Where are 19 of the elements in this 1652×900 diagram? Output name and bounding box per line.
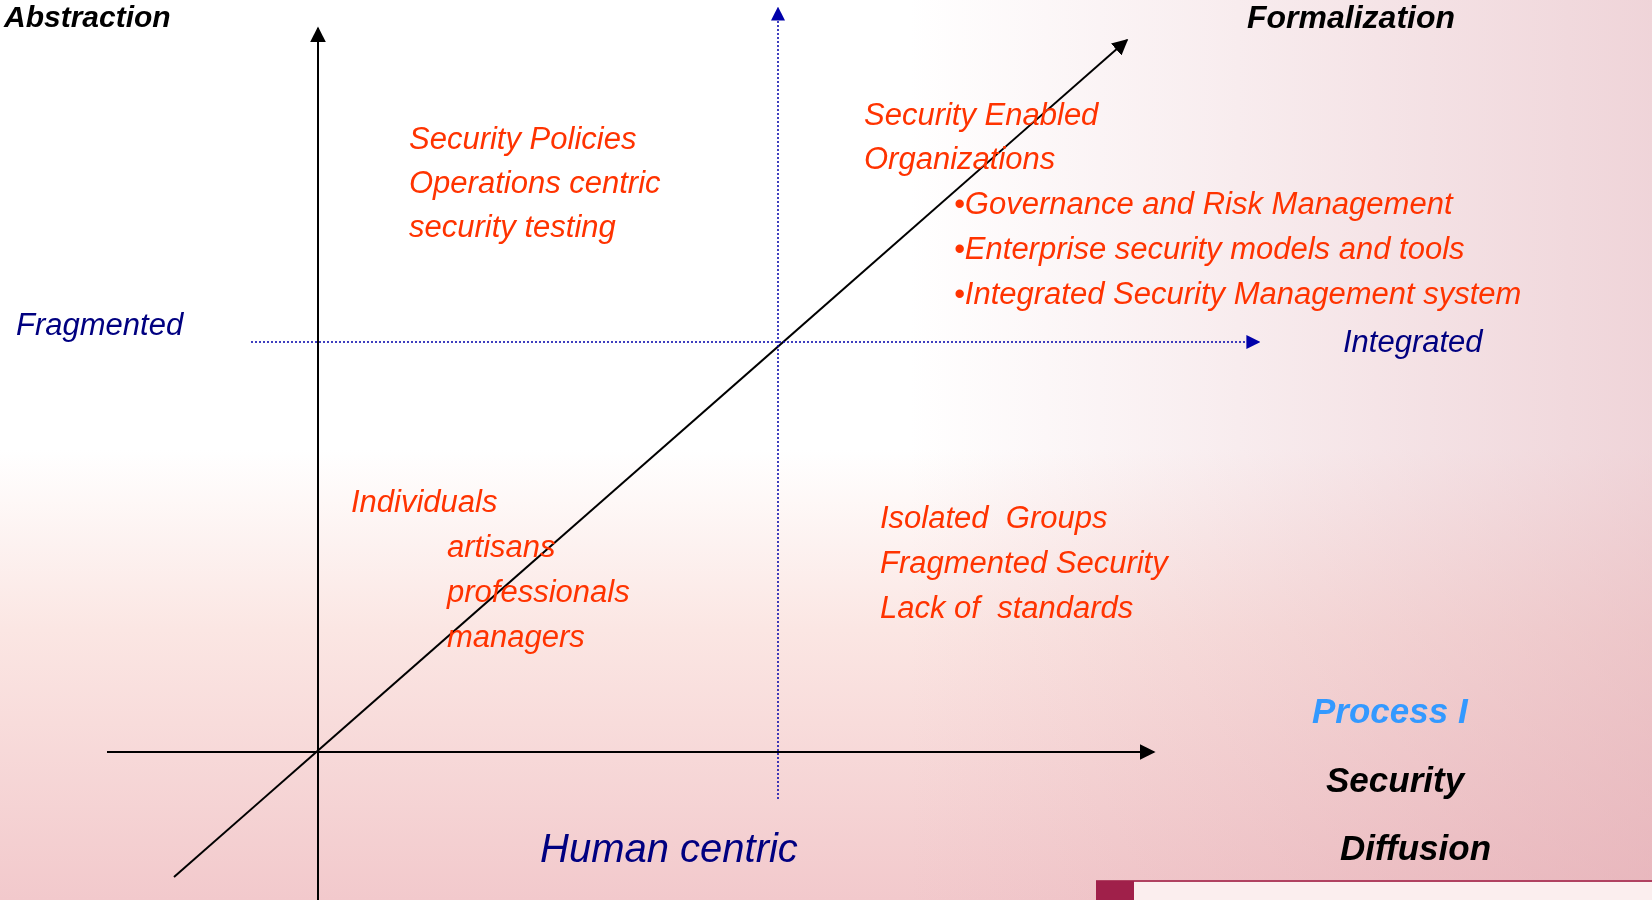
quadrant-text: managers <box>447 620 585 655</box>
quadrant-text: Isolated Groups <box>880 501 1108 536</box>
quadrant-text: security testing <box>409 210 616 245</box>
axis-label: Integrated <box>1343 325 1483 360</box>
quadrant-text: Security Policies <box>409 122 637 157</box>
quadrant-text: Fragmented Security <box>880 546 1168 581</box>
bullet-item: •Governance and Risk Management <box>954 187 1453 222</box>
axis-label: Human centric <box>540 826 798 870</box>
quadrant-text: Lack of standards <box>880 591 1134 626</box>
axis-title: Formalization <box>1247 0 1455 36</box>
quadrant-text: Individuals <box>351 485 498 520</box>
axis-title: Diffusion <box>1340 829 1491 868</box>
axis-label: Fragmented <box>16 308 184 343</box>
axis-title: Process I <box>1312 692 1468 731</box>
axis-title: Security <box>1326 761 1465 800</box>
bullet-item: •Enterprise security models and tools <box>954 232 1465 267</box>
quadrant-text: Operations centric <box>409 166 661 201</box>
axis-title: Abstraction <box>4 0 171 33</box>
bullet-item: •Integrated Security Management system <box>954 277 1522 312</box>
